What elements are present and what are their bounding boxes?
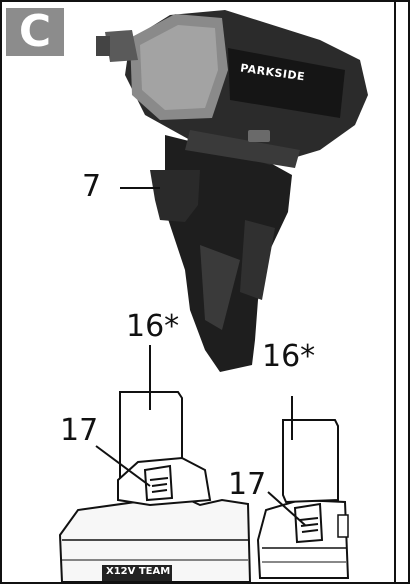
- wrench-trigger: [150, 170, 200, 222]
- figure-letter-badge: C: [6, 8, 64, 56]
- impact-wrench-drawing: [96, 10, 368, 372]
- battery-label-text: X12V TEAM: [106, 566, 171, 577]
- battery-small-drawing: [256, 419, 350, 579]
- battery-small-release-button: [293, 502, 324, 544]
- battery-large-label-plate: [102, 565, 172, 581]
- callout-battery-right: 16*: [262, 339, 316, 374]
- wrench-side-plate: [228, 48, 345, 118]
- mode-button: [248, 130, 270, 142]
- leader-line-release-right: [267, 491, 306, 526]
- callout-release-left: 17: [60, 413, 99, 448]
- callout-battery-left: 16*: [126, 309, 180, 344]
- callout-release-right: 17: [228, 467, 267, 502]
- battery-large-release-button: [143, 464, 174, 502]
- battery-large-drawing: [58, 391, 252, 583]
- battery-small-upper: [282, 419, 339, 504]
- leader-line-release-left: [95, 445, 151, 487]
- callout-trigger: 7: [82, 169, 102, 204]
- wrench-anvil: [105, 30, 138, 62]
